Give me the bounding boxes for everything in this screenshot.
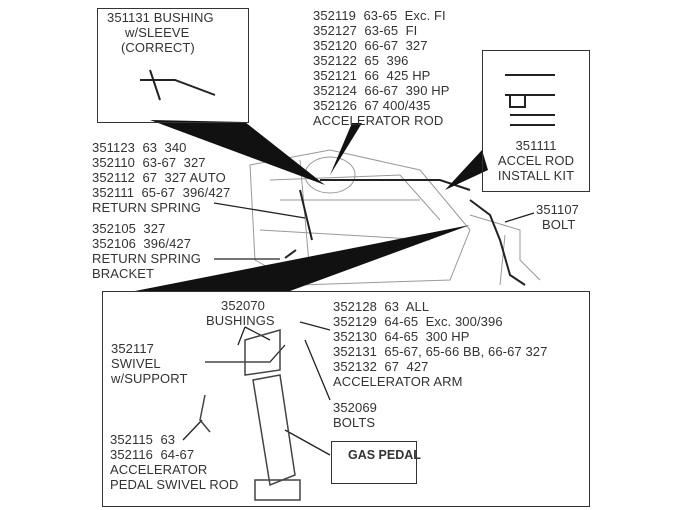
label: 352070 <box>221 298 265 313</box>
label: 351123 63 340 <box>92 140 187 155</box>
label: 352116 64-67 <box>110 447 195 462</box>
label: 352130 64-65 300 HP <box>333 329 470 344</box>
label: w/SUPPORT <box>111 371 188 386</box>
gas-pedal-label-box: GAS PEDAL <box>331 441 421 484</box>
label: 352131 65-67, 65-66 BB, 66-67 327 <box>333 344 548 359</box>
label: 352117 <box>111 341 155 356</box>
label: ACCELERATOR ARM <box>333 374 463 389</box>
label: ACCELERATOR <box>110 462 208 477</box>
label: 351131 BUSHING <box>107 10 214 25</box>
label: BRACKET <box>92 266 155 281</box>
label: RETURN SPRING <box>92 200 201 215</box>
label: (CORRECT) <box>121 40 195 55</box>
gas-pedal-label: GAS PEDAL <box>348 448 421 462</box>
label: BOLT <box>542 217 576 232</box>
callout-wedges <box>105 120 488 291</box>
label: RETURN SPRING <box>92 251 201 266</box>
label: 352129 64-65 Exc. 300/396 <box>333 314 503 329</box>
label: 352121 66 425 HP <box>313 68 431 83</box>
leader-lines <box>182 202 535 456</box>
label: SWIVEL <box>111 356 161 371</box>
label: 351111 <box>515 138 557 153</box>
label: BOLTS <box>333 415 376 430</box>
label: PEDAL SWIVEL ROD <box>110 477 239 492</box>
label: 352132 67 427 <box>333 359 429 374</box>
label: 352110 63-67 327 <box>92 155 206 170</box>
pedal-drawing <box>199 329 301 501</box>
label: 352106 396/427 <box>92 236 192 251</box>
label: 352127 63-65 FI <box>313 23 418 38</box>
engine-drawing <box>249 149 541 286</box>
label: 352115 63 <box>110 432 176 447</box>
label: 352120 66-67 327 <box>313 38 428 53</box>
linkage-drawing <box>140 69 555 286</box>
label: ACCEL ROD <box>497 153 575 168</box>
label: INSTALL KIT <box>497 168 575 183</box>
label: 352105 327 <box>92 221 166 236</box>
label: 352111 65-67 396/427 <box>92 185 231 200</box>
label: BUSHINGS <box>206 313 275 328</box>
label: 352126 67 400/435 <box>313 98 431 113</box>
label: 352122 65 396 <box>313 53 409 68</box>
label: ACCELERATOR ROD <box>313 113 444 128</box>
label: 351107 <box>536 202 580 217</box>
label: 352124 66-67 390 HP <box>313 83 450 98</box>
label: 352069 <box>333 400 377 415</box>
label: 352112 67 327 AUTO <box>92 170 226 185</box>
label: 352119 63-65 Exc. FI <box>313 8 446 23</box>
label: 352128 63 ALL <box>333 299 430 314</box>
label: w/SLEEVE <box>125 25 190 40</box>
